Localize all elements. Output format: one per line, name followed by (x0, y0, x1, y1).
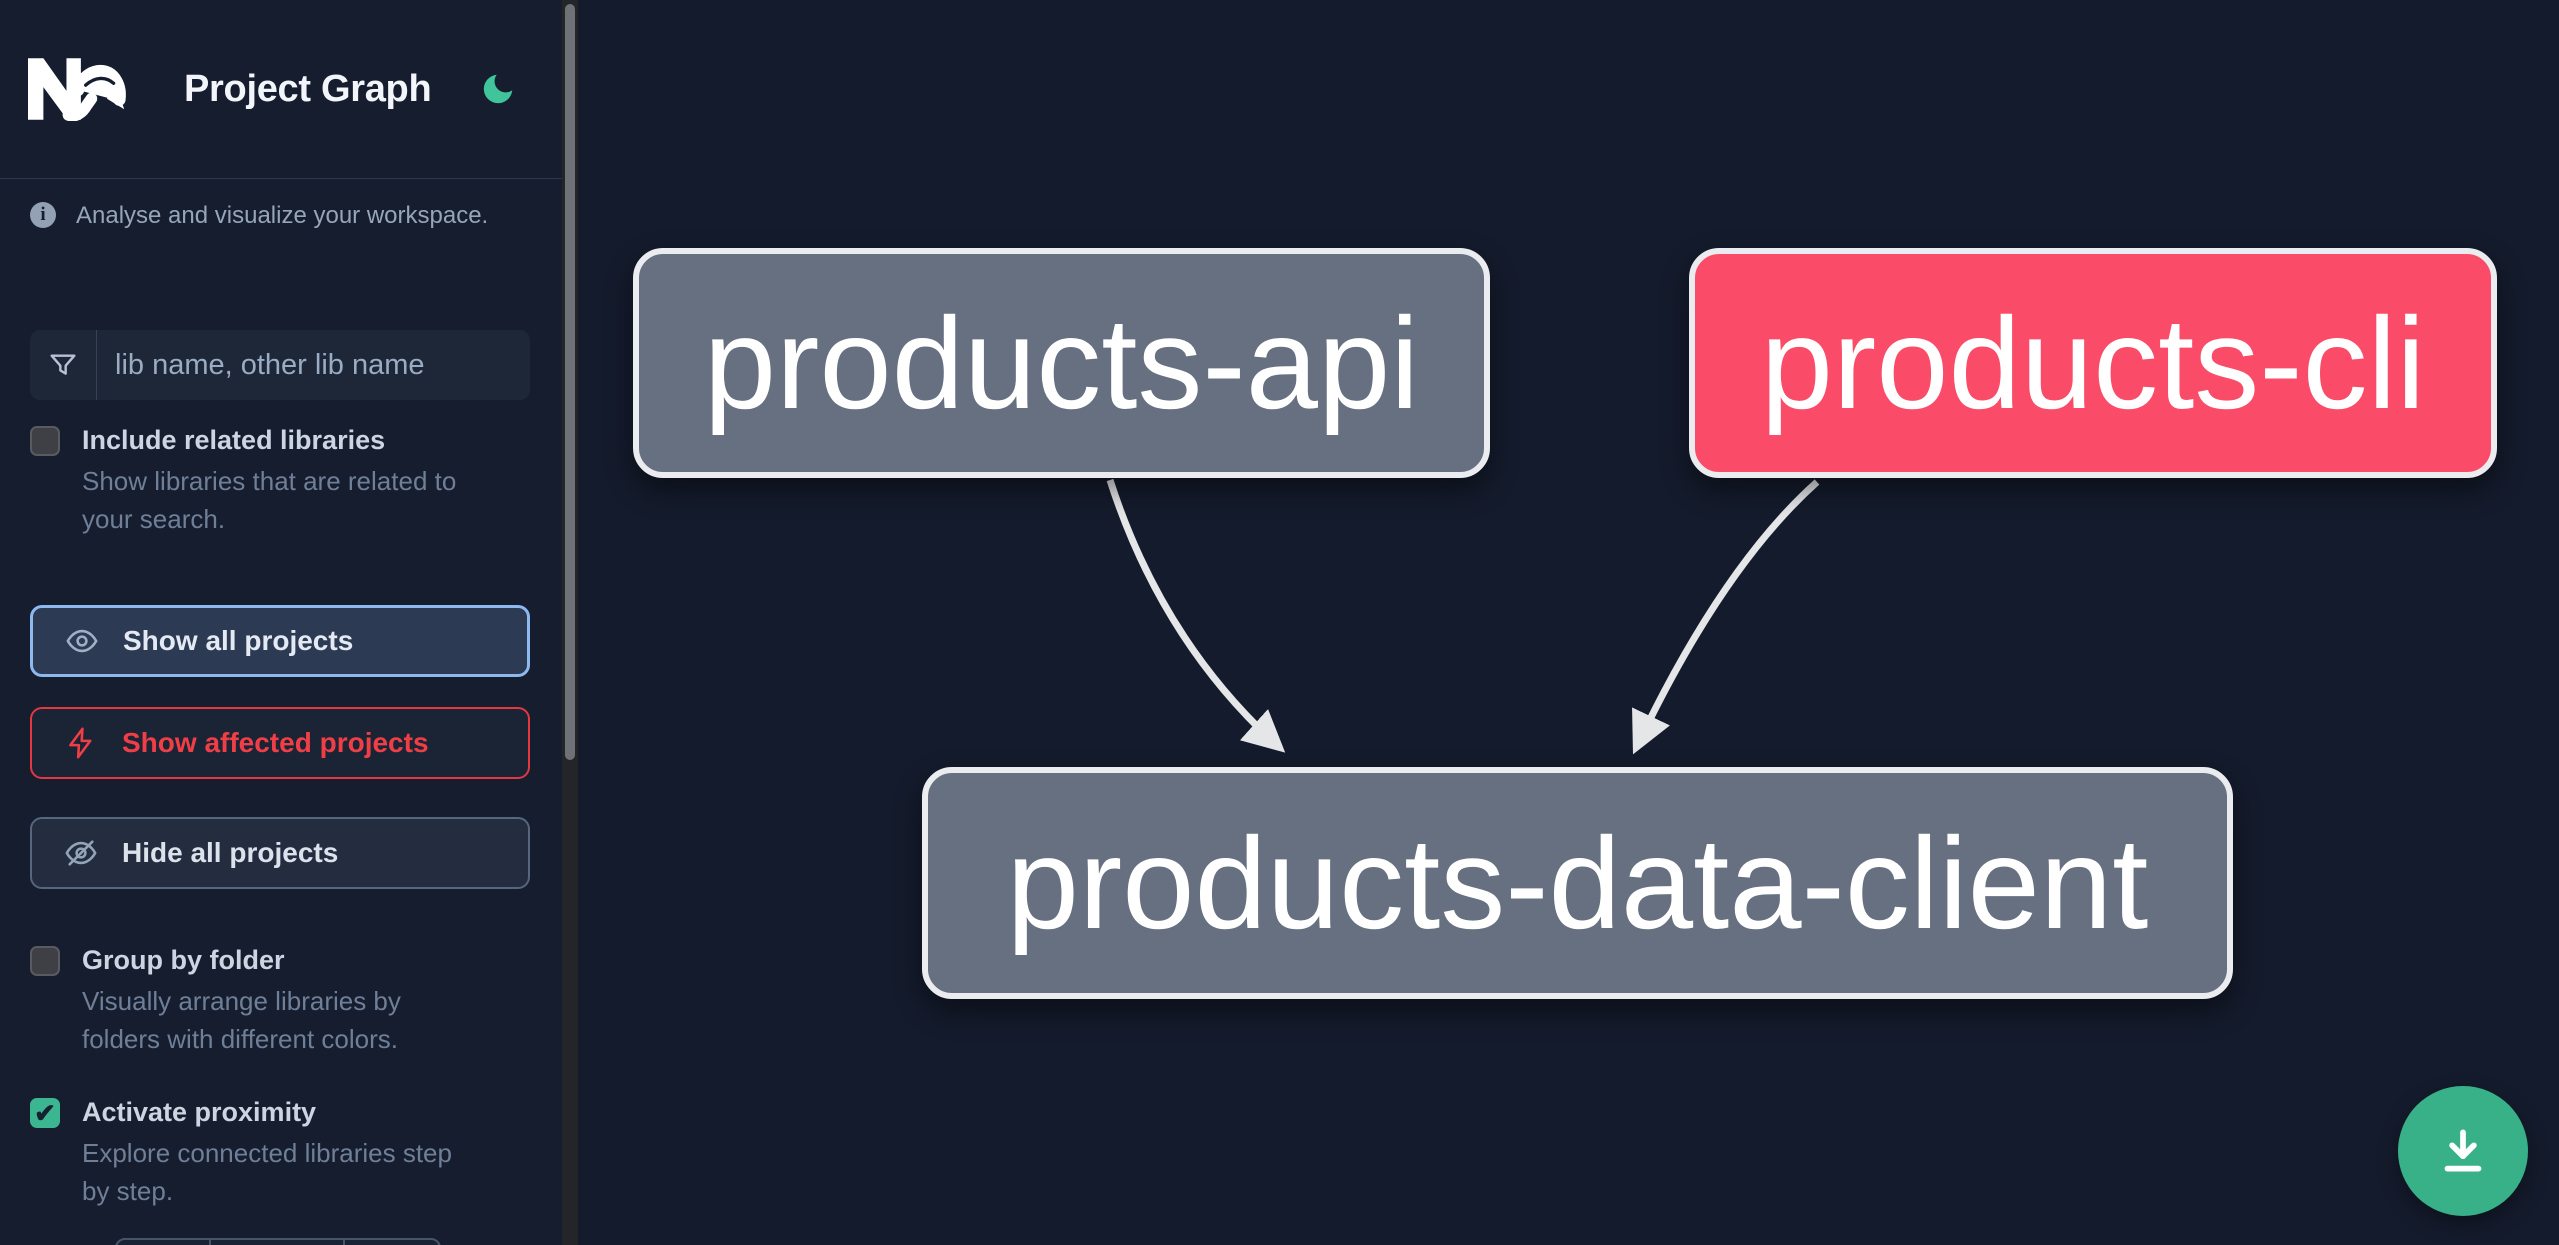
include-related-description: Show libraries that are related to your … (82, 466, 457, 534)
show-all-projects-label: Show all projects (123, 625, 354, 656)
include-related-label: Include related libraries (82, 425, 386, 455)
graph-edges (1106, 478, 1820, 755)
eye-icon (66, 629, 98, 653)
group-by-folder-description: Visually arrange libraries by folders wi… (82, 986, 401, 1054)
graph-canvas[interactable]: products-api products-cli products-data-cl… (578, 0, 2559, 1245)
search-input[interactable] (97, 330, 530, 400)
include-related-toggle: ✔ Include related libraries Show librari… (30, 424, 472, 538)
theme-toggle-button[interactable] (478, 69, 518, 109)
depth-increment-button[interactable] (345, 1240, 439, 1245)
show-all-projects-button[interactable]: Show all projects (30, 605, 530, 677)
hide-all-projects-label: Hide all projects (122, 837, 339, 868)
sidebar-scrollbar[interactable] (562, 0, 578, 1245)
include-related-checkbox[interactable]: ✔ (30, 426, 60, 456)
save-image-button[interactable] (2398, 1086, 2528, 1216)
download-icon (2444, 1129, 2482, 1172)
lightning-bolt-icon (69, 727, 92, 759)
sidebar-scrollbar-thumb[interactable] (565, 4, 575, 760)
activate-proximity-label: Activate proximity (82, 1097, 317, 1127)
group-by-folder-checkbox[interactable]: ✔ (30, 946, 60, 976)
proximity-depth-control (115, 1238, 441, 1245)
workspace-tagline: i Analyse and visualize your workspace. (30, 202, 538, 230)
page-title: Project Graph (184, 67, 432, 110)
edge-products-api-to-products-data-client (1106, 478, 1286, 753)
edge-products-cli-to-products-data-client (1632, 479, 1820, 755)
group-by-folder-toggle: ✔ Group by folder Visually arrange libra… (30, 944, 472, 1058)
eye-off-icon (65, 840, 97, 866)
hide-all-projects-button[interactable]: Hide all projects (30, 817, 530, 889)
info-icon: i (30, 202, 56, 228)
search-box (30, 330, 530, 400)
depth-decrement-button[interactable] (117, 1240, 211, 1245)
activate-proximity-description: Explore connected libraries step by step… (82, 1138, 452, 1206)
graph-node-products-cli[interactable]: products-cli (1689, 248, 2497, 478)
activate-proximity-checkbox[interactable]: ✔ (30, 1098, 60, 1128)
show-affected-projects-label: Show affected projects (122, 727, 429, 758)
activate-proximity-toggle: ✔ Activate proximity Explore connected l… (30, 1096, 472, 1210)
depth-value (211, 1240, 345, 1245)
filter-icon (30, 330, 97, 400)
tagline-text: Analyse and visualize your workspace. (76, 202, 489, 229)
group-by-folder-label: Group by folder (82, 945, 285, 975)
nx-logo (28, 58, 126, 121)
moon-icon (483, 74, 513, 104)
sidebar: Project Graph i Analyse and visualize yo… (0, 0, 562, 1245)
graph-node-products-data-client[interactable]: products-data-client (922, 767, 2233, 999)
sidebar-header: Project Graph (0, 0, 562, 179)
graph-node-products-api[interactable]: products-api (633, 248, 1490, 478)
show-affected-projects-button[interactable]: Show affected projects (30, 707, 530, 779)
